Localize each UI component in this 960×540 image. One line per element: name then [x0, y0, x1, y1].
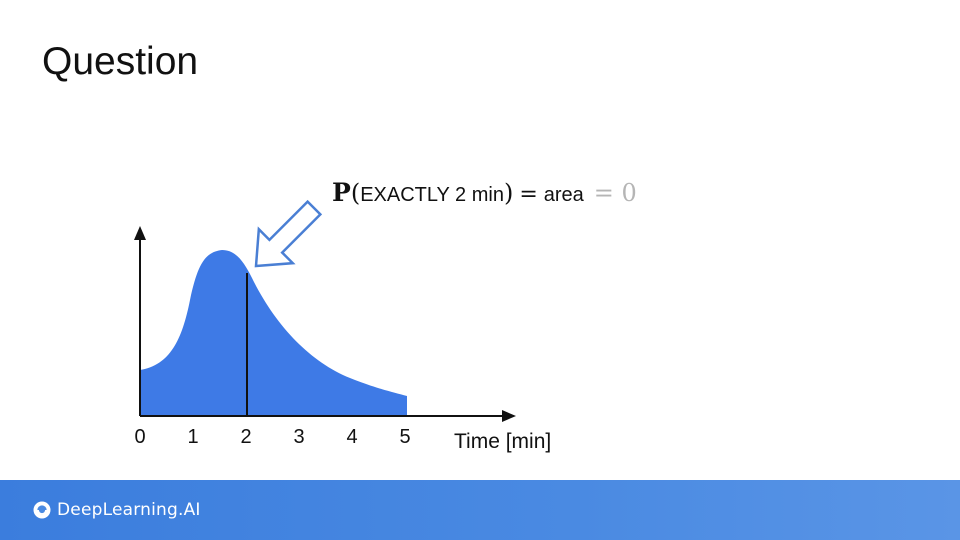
faded-result: = 0 — [594, 179, 637, 207]
open-paren: ( — [351, 179, 360, 207]
slide-title: Question — [42, 40, 199, 83]
brand-name: DeepLearning.AI — [57, 500, 201, 520]
x-axis-arrowhead — [502, 410, 516, 422]
y-axis-arrowhead — [134, 226, 146, 240]
density-area — [140, 250, 407, 416]
x-tick-label: 0 — [134, 426, 145, 448]
prob-symbol: P — [332, 178, 351, 207]
x-tick-label: 3 — [293, 426, 304, 448]
close-paren: ) — [504, 179, 513, 207]
x-tick-label: 4 — [346, 426, 357, 448]
x-tick-label: 5 — [399, 426, 410, 448]
deeplearning-logo-icon — [33, 501, 51, 519]
equals-sign: = — [519, 182, 537, 207]
pointer-arrow-icon — [254, 199, 323, 268]
area-label: area — [544, 184, 585, 206]
density-figure: 0 1 2 3 4 5 Time [min] P(EXACTLY 2 min)=… — [134, 178, 637, 453]
x-tick-label: 2 — [240, 426, 251, 448]
event-text: EXACTLY 2 min — [360, 184, 504, 206]
brand: DeepLearning.AI — [33, 498, 201, 522]
x-tick-label: 1 — [187, 426, 198, 448]
x-axis-label: Time [min] — [454, 430, 551, 453]
footer-bar: DeepLearning.AI — [0, 480, 960, 540]
probability-formula: P(EXACTLY 2 min)= area = 0 — [332, 178, 637, 207]
